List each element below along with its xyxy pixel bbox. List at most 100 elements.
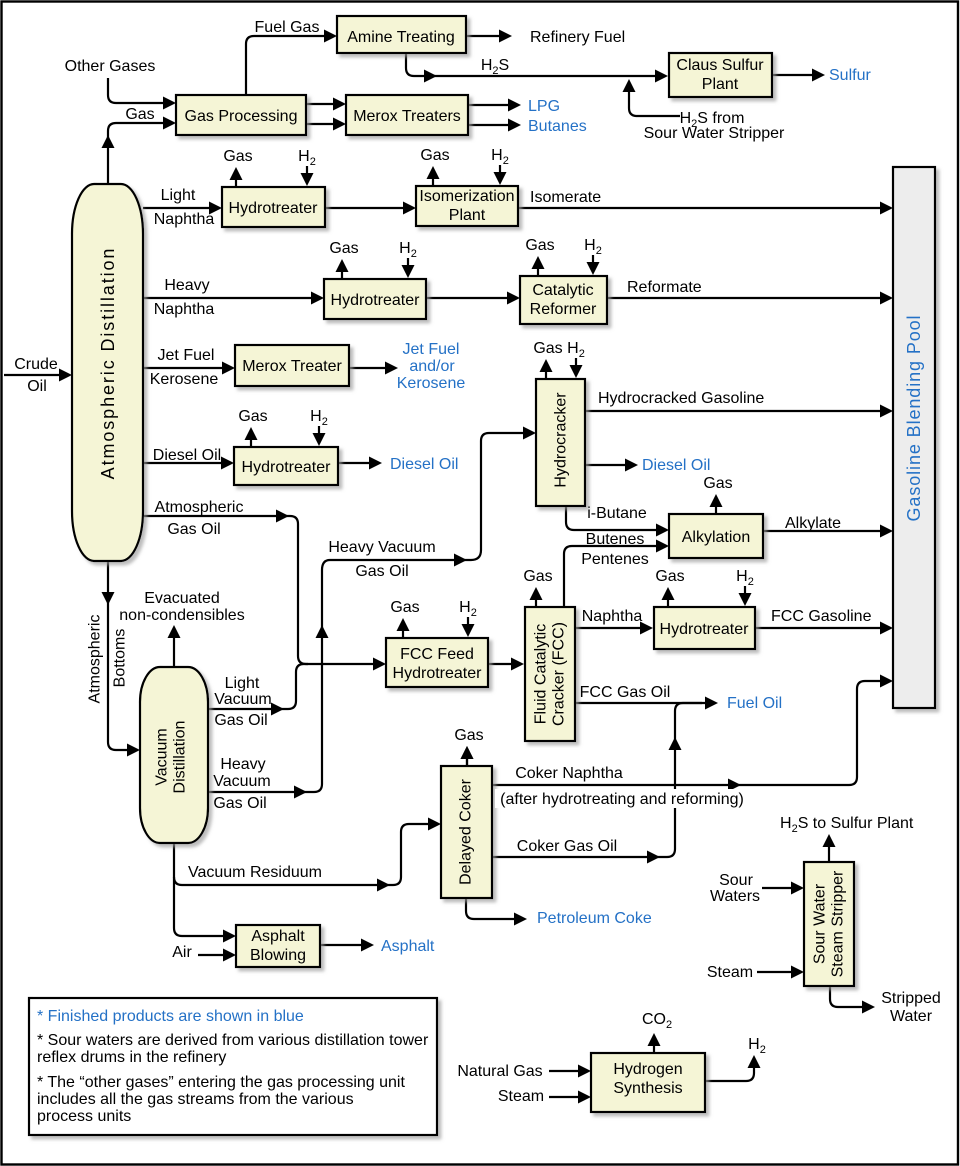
svg-text:Gas: Gas <box>238 408 267 425</box>
svg-text:Gas Processing: Gas Processing <box>185 108 298 125</box>
svg-text:(after hydrotreating and refor: (after hydrotreating and reforming) <box>500 791 744 808</box>
svg-text:Hydrogen: Hydrogen <box>613 1061 682 1078</box>
svg-text:H2S: H2S <box>481 57 509 77</box>
svg-text:Catalytic: Catalytic <box>532 282 593 299</box>
svg-text:* Sour waters are derived from: * Sour waters are derived from various d… <box>37 1032 429 1049</box>
svg-text:CO2: CO2 <box>642 1011 672 1031</box>
svg-text:Air: Air <box>172 944 192 961</box>
svg-text:* Finished products are shown: * Finished products are shown in blue <box>37 1008 304 1025</box>
svg-text:Heavy Vacuum: Heavy Vacuum <box>328 539 435 556</box>
svg-text:Stripped: Stripped <box>881 990 941 1007</box>
svg-text:Crude: Crude <box>14 356 58 373</box>
svg-text:Fuel Oil: Fuel Oil <box>727 695 782 712</box>
svg-text:Jet Fuel: Jet Fuel <box>158 347 215 364</box>
svg-text:Alkylate: Alkylate <box>785 515 841 532</box>
svg-text:Gas Oil: Gas Oil <box>214 712 267 729</box>
svg-text:Evacuated: Evacuated <box>144 590 220 607</box>
svg-text:Plant: Plant <box>702 76 739 93</box>
svg-text:Hydrotreater: Hydrotreater <box>660 621 750 638</box>
svg-text:Gas: Gas <box>329 240 358 257</box>
svg-text:Coker Naphtha: Coker Naphtha <box>515 765 623 782</box>
svg-text:Alkylation: Alkylation <box>682 529 750 546</box>
svg-text:Waters: Waters <box>710 888 760 905</box>
svg-text:Butenes: Butenes <box>586 531 645 548</box>
svg-text:non-condensibles: non-condensibles <box>119 607 244 624</box>
svg-text:Hydrotreater: Hydrotreater <box>331 292 421 309</box>
svg-text:Coker Gas Oil: Coker Gas Oil <box>517 838 617 855</box>
svg-text:Jet Fuel: Jet Fuel <box>403 341 460 358</box>
svg-text:Heavy: Heavy <box>220 756 265 773</box>
svg-text:Vacuum: Vacuum <box>213 773 271 790</box>
svg-text:Gas Oil: Gas Oil <box>167 521 220 538</box>
svg-text:Delayed Coker: Delayed Coker <box>458 778 475 885</box>
svg-text:Steam Stripper: Steam Stripper <box>830 870 847 977</box>
svg-text:Hydrocracked Gasoline: Hydrocracked Gasoline <box>598 390 764 407</box>
svg-text:Naphtha: Naphtha <box>154 211 215 228</box>
svg-text:Other Gases: Other Gases <box>65 58 156 75</box>
svg-text:reflex drums in the refinery: reflex drums in the refinery <box>37 1049 226 1066</box>
svg-text:Diesel Oil: Diesel Oil <box>390 456 458 473</box>
svg-text:Distillation: Distillation <box>172 721 189 794</box>
svg-text:Gasoline Blending Pool: Gasoline Blending Pool <box>904 315 924 522</box>
svg-text:FCC Feed: FCC Feed <box>400 646 474 663</box>
svg-text:Asphalt: Asphalt <box>251 928 305 945</box>
svg-text:Cracker (FCC): Cracker (FCC) <box>551 622 568 726</box>
svg-text:Light: Light <box>161 187 196 204</box>
svg-text:Naphtha: Naphtha <box>154 301 215 318</box>
svg-text:Gas: Gas <box>223 148 252 165</box>
svg-text:Refinery Fuel: Refinery Fuel <box>530 29 625 46</box>
svg-text:Sour Water: Sour Water <box>812 883 829 964</box>
svg-text:Reformer: Reformer <box>530 301 597 318</box>
svg-text:Vacuum: Vacuum <box>214 691 272 708</box>
svg-text:Sour: Sour <box>719 872 753 889</box>
svg-text:process units: process units <box>37 1108 131 1125</box>
svg-text:Naphtha: Naphtha <box>582 608 643 625</box>
svg-text:Merox Treaters: Merox Treaters <box>353 108 461 125</box>
svg-text:Sulfur: Sulfur <box>829 67 871 84</box>
svg-text:Diesel Oil: Diesel Oil <box>153 447 221 464</box>
svg-text:Kerosene: Kerosene <box>397 375 466 392</box>
svg-text:Steam: Steam <box>498 1088 544 1105</box>
svg-text:Synthesis: Synthesis <box>613 1080 682 1097</box>
svg-text:Gas: Gas <box>125 106 154 123</box>
svg-text:Steam: Steam <box>707 964 753 981</box>
svg-text:Hydrotreater: Hydrotreater <box>242 459 332 476</box>
svg-text:Plant: Plant <box>449 207 486 224</box>
svg-text:Gas Oil: Gas Oil <box>355 563 408 580</box>
svg-text:Hydrocracker: Hydrocracker <box>553 392 570 488</box>
svg-text:Atmospheric Distillation: Atmospheric Distillation <box>98 247 118 480</box>
svg-text:Bottoms: Bottoms <box>112 629 129 688</box>
svg-text:Gas: Gas <box>525 237 554 254</box>
svg-text:Sour Water Stripper: Sour Water Stripper <box>644 125 785 142</box>
svg-text:Gas: Gas <box>454 727 483 744</box>
svg-text:Petroleum Coke: Petroleum Coke <box>537 910 652 927</box>
svg-text:Atmospheric: Atmospheric <box>87 615 104 704</box>
svg-text:Blowing: Blowing <box>250 947 306 964</box>
svg-text:Isomerization: Isomerization <box>419 188 514 205</box>
svg-text:FCC Gasoline: FCC Gasoline <box>771 608 872 625</box>
svg-text:Gas: Gas <box>533 340 562 357</box>
svg-text:Water: Water <box>890 1008 933 1025</box>
svg-text:H2S to Sulfur Plant: H2S to Sulfur Plant <box>780 815 914 835</box>
svg-text:Hydrotreater: Hydrotreater <box>229 200 319 217</box>
svg-text:Reformate: Reformate <box>627 279 702 296</box>
svg-text:Kerosene: Kerosene <box>150 371 219 388</box>
svg-text:Heavy: Heavy <box>164 277 209 294</box>
svg-text:Merox Treater: Merox Treater <box>242 358 342 375</box>
svg-text:Atmospheric: Atmospheric <box>155 499 244 516</box>
svg-text:Diesel Oil: Diesel Oil <box>642 457 710 474</box>
svg-text:Asphalt: Asphalt <box>381 938 435 955</box>
svg-text:Vacuum: Vacuum <box>154 728 171 786</box>
svg-text:Fluid Catalytic: Fluid Catalytic <box>533 624 550 724</box>
svg-text:Vacuum Residuum: Vacuum Residuum <box>188 864 322 881</box>
svg-text:Claus Sulfur: Claus Sulfur <box>676 57 764 74</box>
svg-text:Gas: Gas <box>420 147 449 164</box>
svg-text:Gas: Gas <box>523 568 552 585</box>
svg-text:Gas Oil: Gas Oil <box>213 795 266 812</box>
svg-text:and/or: and/or <box>409 358 455 375</box>
svg-text:Butanes: Butanes <box>528 118 587 135</box>
svg-text:Oil: Oil <box>27 378 47 395</box>
svg-text:Isomerate: Isomerate <box>530 189 601 206</box>
svg-text:LPG: LPG <box>528 98 560 115</box>
svg-text:Natural Gas: Natural Gas <box>457 1063 542 1080</box>
